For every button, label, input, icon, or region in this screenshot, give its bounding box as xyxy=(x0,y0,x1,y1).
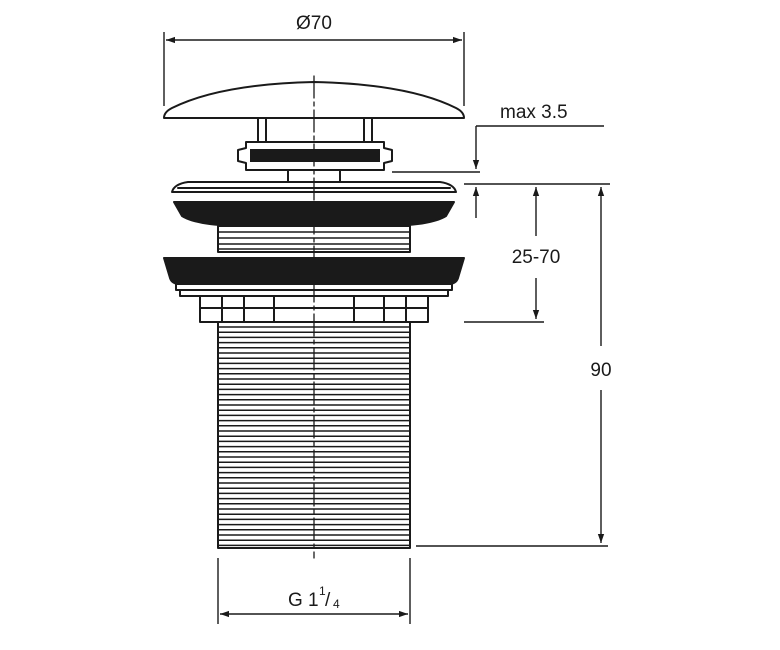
thickness-dimension xyxy=(464,187,544,323)
thread-label-denominator: 4 xyxy=(333,597,340,611)
thread-dimension xyxy=(217,558,411,624)
height-dimension xyxy=(416,187,608,547)
thread-label-numerator: 1 xyxy=(319,584,326,598)
plug-head xyxy=(237,141,393,183)
thread-label: G 1 1 / 4 xyxy=(288,584,340,611)
height-label: 90 xyxy=(590,360,611,381)
thread-label-main: G 1 xyxy=(288,590,319,611)
max-gap-label: max 3.5 xyxy=(500,102,568,123)
top-flange xyxy=(171,181,457,227)
thread-label-slash: / xyxy=(325,590,331,611)
diameter-dimension xyxy=(163,32,465,106)
diameter-label: Ø70 xyxy=(296,13,332,34)
thickness-label: 25-70 xyxy=(512,247,561,268)
max-gap-dimension xyxy=(392,125,604,218)
